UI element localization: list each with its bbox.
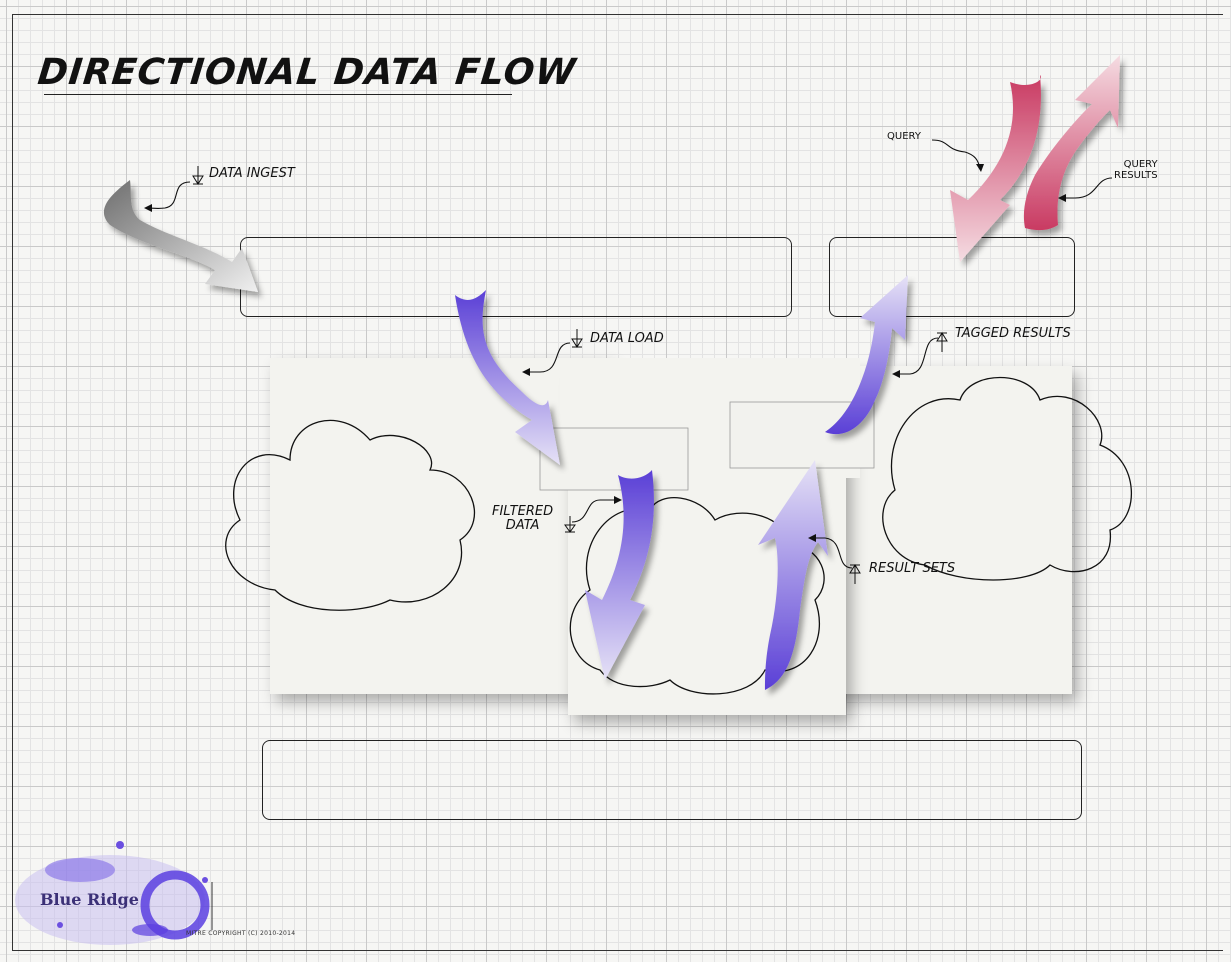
left-paper-panel	[270, 358, 610, 694]
left-cloud	[225, 419, 476, 611]
leader-filtered-data-head	[614, 496, 622, 504]
down-arrow-triangle-icon	[564, 516, 576, 533]
logo-wordmark: Blue Ridge	[40, 890, 139, 909]
leader-tagged-results-head	[892, 370, 900, 378]
bottom-storage-box	[262, 740, 1082, 820]
leader-data-load-head	[522, 368, 530, 376]
leader-tagged-results	[896, 337, 939, 375]
query-interface-box	[829, 237, 1075, 317]
blue-ridge-logo-splash	[15, 841, 213, 945]
filter-subpanel	[539, 427, 689, 491]
query-arrow	[950, 75, 1041, 262]
result-sets-arrow	[758, 460, 828, 690]
copyright-notice: MITRE COPYRIGHT (C) 2010-2014	[186, 930, 296, 937]
label-data-ingest: DATA INGEST	[209, 166, 295, 181]
filtered-data-arrow	[585, 470, 654, 680]
label-result-sets: RESULT SETS	[869, 561, 956, 576]
leader-query-results-head	[1058, 194, 1066, 202]
leader-data-ingest	[145, 181, 191, 209]
leader-filtered-data	[571, 499, 618, 523]
leader-data-ingest-head	[144, 204, 152, 212]
right-cloud	[882, 376, 1132, 581]
up-arrow-triangle-icon	[849, 564, 861, 584]
label-query: QUERY	[887, 131, 921, 142]
leader-data-load	[526, 342, 571, 373]
label-data-load: DATA LOAD	[590, 331, 664, 346]
title-underline	[44, 94, 512, 95]
label-filtered-data: FILTERED DATA	[492, 504, 554, 533]
leader-query-results	[1062, 177, 1113, 199]
down-arrow-triangle-icon	[571, 329, 583, 348]
data-ingest-arrow	[103, 180, 258, 292]
tagged-results-arrow	[825, 275, 908, 435]
data-load-arrow	[455, 290, 560, 465]
leader-result-sets-head	[808, 534, 816, 542]
leader-result-sets	[812, 537, 853, 569]
label-query-results: QUERY RESULTS	[1114, 159, 1158, 181]
label-tagged-results: TAGGED RESULTS	[955, 326, 1071, 341]
leader-query-head	[976, 164, 984, 172]
leader-query	[931, 139, 981, 169]
ingest-store-box	[240, 237, 792, 317]
query-results-arrow	[1023, 55, 1120, 231]
down-arrow-triangle-icon	[192, 166, 204, 185]
up-arrow-triangle-icon	[936, 332, 948, 352]
